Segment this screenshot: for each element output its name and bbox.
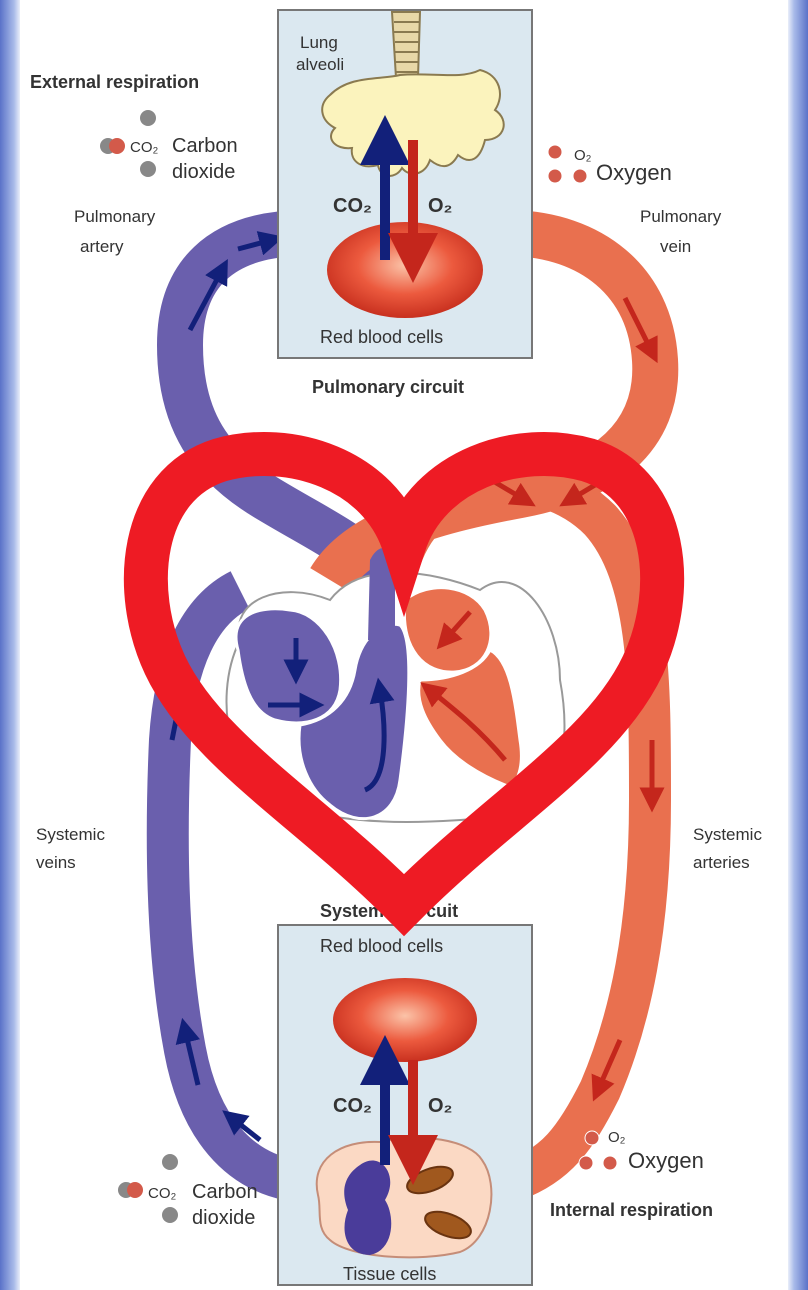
systemic-arteries-label-1: Systemic bbox=[693, 825, 762, 844]
systemic-arteries-label-2: arteries bbox=[693, 853, 750, 872]
external-respiration-label: External respiration bbox=[30, 72, 199, 92]
systemic-veins-label-2: veins bbox=[36, 853, 76, 872]
pulmonary-circuit-label: Pulmonary circuit bbox=[312, 377, 464, 397]
lung-alveoli-label-2: alveoli bbox=[296, 55, 344, 74]
pulmonary-vein-label-2: vein bbox=[660, 237, 691, 256]
dioxide-label-top: dioxide bbox=[172, 161, 235, 183]
o2-symbol-bottom: O₂ bbox=[608, 1129, 626, 1146]
internal-respiration-label: Internal respiration bbox=[550, 1200, 713, 1220]
cell-nucleus bbox=[344, 1160, 391, 1255]
oxygen-label-bottom: Oxygen bbox=[628, 1148, 704, 1173]
co2-symbol-bottom: CO₂ bbox=[148, 1185, 177, 1202]
tissue-cell bbox=[317, 1138, 492, 1258]
carbon-label-bottom: Carbon bbox=[192, 1181, 258, 1203]
co2-symbol-top: CO₂ bbox=[130, 139, 159, 156]
dioxide-label-bottom: dioxide bbox=[192, 1207, 255, 1229]
red-blood-cell-top bbox=[327, 222, 483, 318]
o2-arrow-label-top: O₂ bbox=[428, 195, 452, 217]
tissue-cells-label: Tissue cells bbox=[343, 1264, 436, 1284]
lung-alveoli-label-1: Lung bbox=[300, 33, 338, 52]
o2-legend-top: O₂ Oxygen bbox=[548, 145, 672, 185]
red-blood-cells-bottom-label: Red blood cells bbox=[320, 936, 443, 956]
pulmonary-artery-label-1: Pulmonary bbox=[74, 207, 156, 226]
red-blood-cell-bottom bbox=[333, 978, 477, 1062]
red-blood-cells-top-label: Red blood cells bbox=[320, 327, 443, 347]
carbon-label-top: Carbon bbox=[172, 135, 238, 157]
pulmonary-vein-label-1: Pulmonary bbox=[640, 207, 722, 226]
o2-symbol-top: O₂ bbox=[574, 147, 592, 164]
co2-arrow-label-top: CO₂ bbox=[333, 195, 372, 217]
o2-arrow-label-bottom: O₂ bbox=[428, 1095, 452, 1117]
systemic-veins-label-1: Systemic bbox=[36, 825, 105, 844]
pulmonary-artery-label-2: artery bbox=[80, 237, 124, 256]
co2-legend-top: CO₂ Carbon dioxide bbox=[100, 110, 238, 183]
co2-arrow-label-bottom: CO₂ bbox=[333, 1095, 372, 1117]
o2-legend-bottom: O₂ Oxygen bbox=[579, 1129, 704, 1173]
oxygen-label-top: Oxygen bbox=[596, 160, 672, 185]
